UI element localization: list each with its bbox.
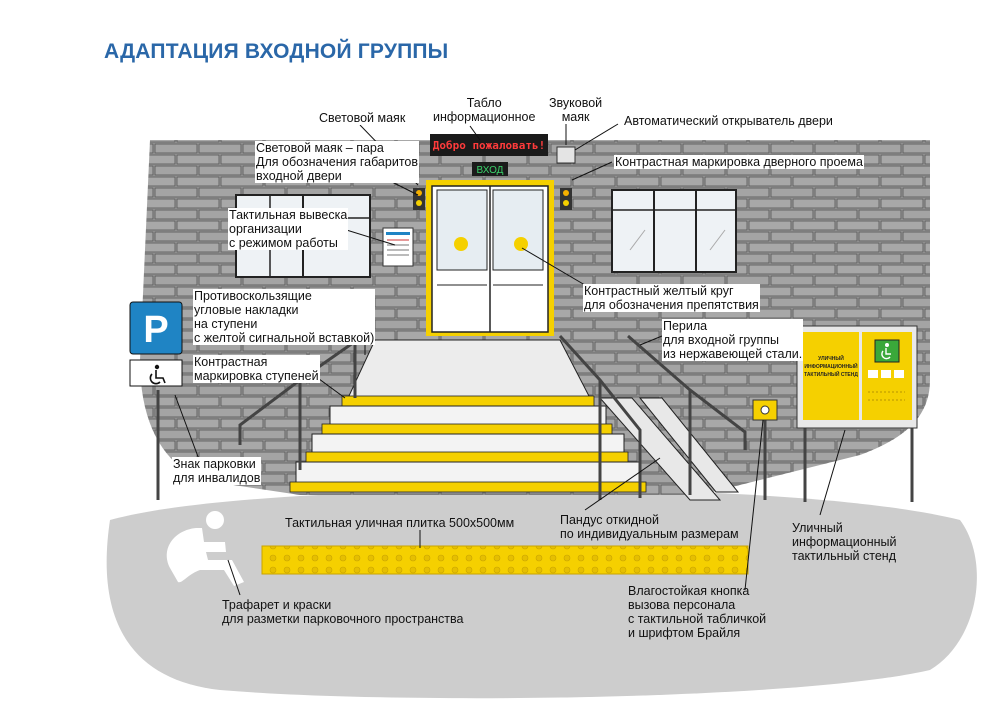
light-beacon-right: [560, 188, 572, 210]
label-auto-opener: Автоматический открыватель двери: [623, 114, 834, 128]
entrance-sign-text: ВХОД: [477, 165, 504, 176]
label-sound-beacon: Звуковой маяк: [548, 96, 604, 124]
label-info-board: Табло информационное: [432, 96, 537, 124]
yellow-circle-right: [514, 237, 528, 251]
parking-sign: P: [129, 301, 183, 500]
railings: [238, 334, 747, 500]
right-window: [611, 189, 737, 273]
svg-text:УЛИЧНЫЙ: УЛИЧНЫЙ: [818, 354, 844, 362]
svg-text:ИНФОРМАЦИОННЫЙ: ИНФОРМАЦИОННЫЙ: [804, 362, 858, 370]
entrance-door: [426, 180, 554, 336]
entrance-sign: [472, 162, 508, 176]
label-yellow-circle: Контрастный желтый круг для обозначения …: [583, 284, 760, 312]
info-board-text: Добро пожаловать!: [433, 139, 546, 152]
svg-text:ТАКТИЛЬНЫЙ СТЕНД: ТАКТИЛЬНЫЙ СТЕНД: [804, 370, 858, 378]
ground: [106, 489, 977, 699]
label-contrast-steps: Контрастная маркировка ступеней: [193, 355, 320, 383]
parking-stencil: [166, 511, 244, 586]
label-parking-sign: Знак парковки для инвалидов: [172, 457, 262, 485]
label-contrast-doorway: Контрастная маркировка дверного проема: [614, 155, 864, 169]
label-call-button: Влагостойкая кнопка вызова персонала с т…: [628, 584, 767, 640]
label-beacon-pair: Световой маяк – пара Для обозначения габ…: [255, 141, 419, 183]
call-button-post: [752, 399, 778, 500]
label-light-beacon: Световой маяк: [318, 111, 407, 125]
page-title: АДАПТАЦИЯ ВХОДНОЙ ГРУППЫ: [104, 40, 449, 63]
street-info-stand: УЛИЧНЫЙ ИНФОРМАЦИОННЫЙ ТАКТИЛЬНЫЙ СТЕНД: [796, 325, 918, 502]
parking-sign-letter: P: [143, 309, 168, 351]
label-anti-slip: Противоскользящие угловые накладки на ст…: [193, 289, 376, 345]
label-tactile-tile: Тактильная уличная плитка 500х500мм: [285, 516, 515, 530]
yellow-circle-left: [454, 237, 468, 251]
tactile-sign-plate: [382, 227, 414, 267]
tactile-tile-strip: [261, 545, 749, 575]
label-stencil: Трафарет и краски для разметки парковочн…: [222, 598, 464, 626]
sound-beacon: [556, 146, 576, 164]
info-board: [430, 134, 548, 156]
label-street-stand: Уличный информационный тактильный стенд: [792, 521, 897, 563]
label-railings: Перила для входной группы из нержавеющей…: [662, 319, 804, 361]
label-ramp: Пандус откидной по индивидуальным размер…: [560, 513, 739, 541]
stairs: [289, 339, 647, 493]
label-tactile-sign: Тактильная вывеска организации с режимом…: [228, 208, 349, 250]
